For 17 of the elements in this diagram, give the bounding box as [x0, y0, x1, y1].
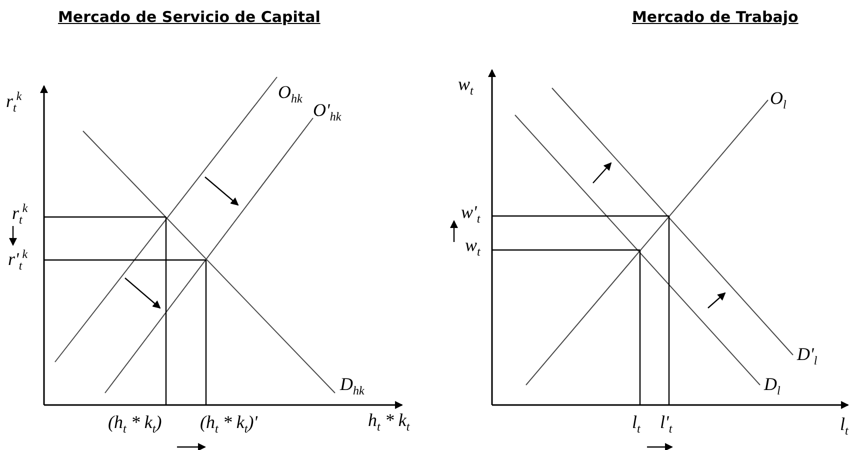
tick-label: (h$_{t}$ * k$_{t}$)'	[200, 412, 258, 438]
curve-label: D$_{l}$	[764, 374, 780, 400]
tick-label: l'$_{t}$	[660, 412, 672, 438]
panel-title: Mercado de Trabajo	[632, 8, 798, 26]
axis-label: l$_{t}$	[840, 414, 848, 440]
axis-label: h$_{t}$ * k$_{t}$	[368, 410, 410, 436]
curve-label: O$_{l}$	[770, 88, 786, 114]
tick-label: w$_{t}$	[465, 235, 480, 261]
curve-label: D$_{hk}$	[340, 374, 364, 400]
tick-label: w'$_{t}$	[461, 202, 480, 228]
tick-label: l$_{t}$	[632, 412, 640, 438]
curve-label: D'$_{l}$	[797, 344, 818, 370]
curve-label: O$_{hk}$	[278, 82, 302, 108]
tick-label: (h$_{t}$ * k$_{t}$)	[108, 412, 162, 438]
panel-title: Mercado de Servicio de Capital	[58, 8, 320, 26]
axis-label: w$_{t}$	[458, 74, 474, 100]
curve-label: O'$_{hk}$	[313, 100, 342, 126]
